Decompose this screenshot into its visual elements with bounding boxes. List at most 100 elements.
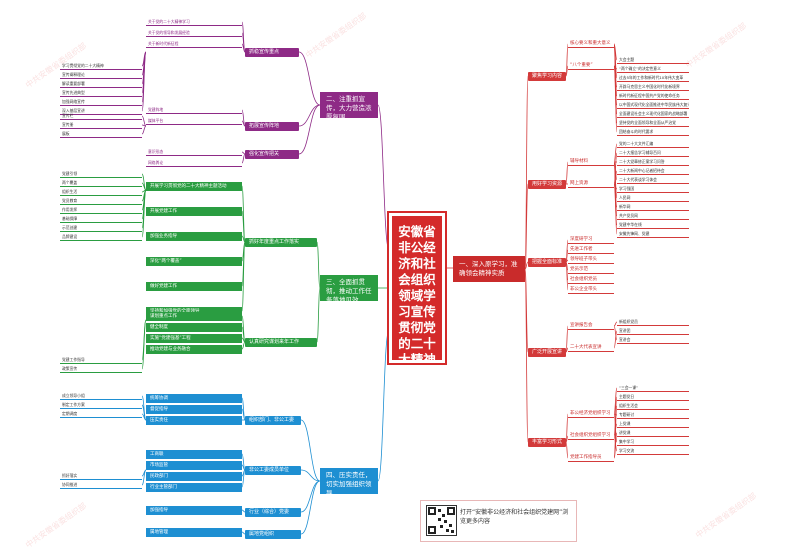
connector-line [241, 185, 246, 243]
branch-one-leaf: 上党课 [617, 420, 689, 428]
connector-line [141, 51, 147, 103]
branch-two-item: 关于党的领导和发展经验 [146, 29, 242, 37]
branch-two-item: 媒体平台 [146, 117, 242, 125]
branch-one-item: 社会组织党员 [568, 276, 614, 284]
branch-one-leaf: 开辟马克思主义中国化时代化新境界 [617, 83, 689, 91]
branch-four-item: 督促指导 [146, 405, 242, 414]
branch-one-leaf: 共产党员网 [617, 212, 689, 220]
connector-line [141, 51, 147, 112]
branch-three-leaf: 党建工作指导 [60, 356, 142, 364]
branch-three-sub: 抓好年度重点工作落实 [245, 238, 317, 247]
branch-one-leaf: 二十大报告学习辅导百问 [617, 149, 689, 157]
branch-four-leaf: 定期调度 [60, 410, 142, 418]
branch-one-leaf: “两个确立”的决定性意义 [617, 65, 689, 73]
branch-one-leaf: 新时代新征程中国共产党的使命任务 [617, 92, 689, 100]
branch-three-leaf: 基础保障 [60, 215, 142, 223]
connector-line [377, 329, 390, 482]
branch-four-item: 属地管理 [146, 528, 242, 537]
branch-two-item: 意识形态 [146, 148, 242, 156]
connector-line [300, 480, 321, 513]
branch-four-item: 工商联 [146, 450, 242, 459]
connector-line [524, 75, 529, 270]
branch-three-leaf: 品牌建设 [60, 233, 142, 241]
branch-one-label: 一、深入原学习，准确领会精神实质 [453, 256, 525, 282]
branch-one-leaf: 安徽先锋网、党建 [617, 230, 689, 238]
branch-one-item: 辅导材料 [568, 158, 614, 166]
footer-text: 打开“安徽非公经济和社会组织党建网”浏览更多内容 [460, 509, 569, 525]
branch-one-leaf: 全面建设社会主义现代化国家的战略部署 [617, 111, 689, 118]
branch-one-leaf: 以中国式现代化全面推进中华民族伟大复兴 [617, 102, 689, 109]
connector-line [300, 419, 321, 482]
watermark: 中共安徽省委组织部 [693, 491, 759, 540]
branch-two-leaf: 宣传栏 [60, 112, 142, 120]
branch-one-leaf: 党的二十大文件汇编 [617, 140, 689, 148]
branch-two-leaf: 宣传先进典型 [60, 89, 142, 97]
branch-two-label: 二、注重抓宣传，大力营造浓厚氛围 [320, 92, 378, 118]
branch-four-leaf: 成立领导小组 [60, 392, 142, 400]
branch-one-leaf: 团结奋斗的时代要求 [617, 128, 689, 136]
watermark: 中共安徽省委组织部 [683, 21, 749, 70]
connector-line [141, 124, 147, 127]
branch-one-leaf: 讲党课 [617, 429, 689, 437]
branch-three-leaf: 组织生活 [60, 188, 142, 196]
branch-two-item: 网络舆论 [146, 159, 242, 167]
qr-code-icon [428, 507, 455, 534]
branch-two-leaf: 展板 [60, 130, 142, 138]
branch-four-item: 民政部门 [146, 472, 242, 481]
branch-one-leaf: 专题研讨 [617, 411, 689, 419]
branch-one-leaf: 学习交流 [617, 447, 689, 455]
connector-line [141, 51, 147, 67]
connector-line [141, 125, 147, 135]
qr-code[interactable] [426, 505, 457, 536]
branch-three-item: 谋划重点工作 [146, 312, 242, 321]
branch-two-leaf: 宣传册 [60, 121, 142, 129]
connector-line [300, 480, 321, 535]
branch-one-leaf: 二十大党章修正案学习问答 [617, 158, 689, 166]
branch-two-leaf: 深入基层宣讲 [60, 107, 142, 115]
branch-one-leaf: 党建中华在线 [617, 221, 689, 229]
branch-two-leaf: 加强网络宣传 [60, 98, 142, 106]
branch-three-item: 坚持和加强党的全面领导 [146, 307, 242, 316]
branch-one-sub: 聚焦学习内容 [528, 72, 566, 81]
branch-one-item: 网上资源 [568, 180, 614, 188]
branch-four-item: 加强指导 [146, 506, 242, 515]
branch-one-item: 深度研学习 [568, 236, 614, 244]
connector-line [565, 43, 569, 77]
watermark: 中共安徽省委组织部 [303, 11, 369, 60]
branch-three-item: 做好党建工作 [146, 282, 242, 291]
branch-three-item: 开展党建工作 [146, 207, 242, 216]
branch-three-item: 健全制度 [146, 323, 242, 332]
branch-two-leaf: 学习贯彻党的二十大精神 [60, 62, 142, 70]
branch-one-item: 领导班子带头 [568, 256, 614, 264]
branch-four-label: 四、压实责任，切实加强组织领导 [320, 468, 378, 494]
branch-four-item: 行业主管部门 [146, 483, 242, 492]
branch-one-sub: 丰富学习形式 [528, 438, 566, 447]
branch-one-item: “八个重要” [568, 62, 614, 70]
branch-three-item: 实施“党建强基”工程 [146, 334, 242, 343]
branch-one-leaf: 组织生活会 [617, 402, 689, 410]
branch-four-item: 压实责任 [146, 416, 242, 425]
branch-one-item: 宣讲报告会 [568, 322, 614, 330]
branch-four-sub: 非公工委成员单位 [245, 466, 301, 475]
branch-three-item: 推动党建与业务融合 [146, 345, 242, 354]
connector-line [524, 183, 529, 270]
branch-one-item: 非公企业带头 [568, 286, 614, 294]
branch-two-leaf: 解读重要部署 [60, 80, 142, 88]
branch-four-item: 统筹协调 [146, 394, 242, 403]
branch-three-leaf: 党建引领 [60, 170, 142, 178]
branch-one-item: 社会组织党组织学习 [568, 432, 614, 440]
connector-line [141, 51, 147, 76]
branch-three-leaf: 两个覆盖 [60, 179, 142, 187]
branch-one-leaf: 二十大代表谈学习体会 [617, 176, 689, 184]
branch-one-item: 党员示范 [568, 266, 614, 274]
branch-three-item: 深化“两个覆盖” [146, 257, 242, 266]
branch-one-leaf: 二十大新闻中心记者招待会 [617, 167, 689, 175]
branch-one-leaf: 学习强国 [617, 185, 689, 193]
connector-line [141, 51, 147, 94]
watermark: 中共安徽省委组织部 [23, 501, 89, 550]
branch-four-sub: 属地党组织 [245, 530, 301, 539]
connector-line [524, 268, 529, 353]
branch-one-leaf: 大会主题 [617, 56, 689, 64]
branch-three-leaf: 作用发挥 [60, 206, 142, 214]
branch-four-leaf: 制定工作方案 [60, 401, 142, 409]
